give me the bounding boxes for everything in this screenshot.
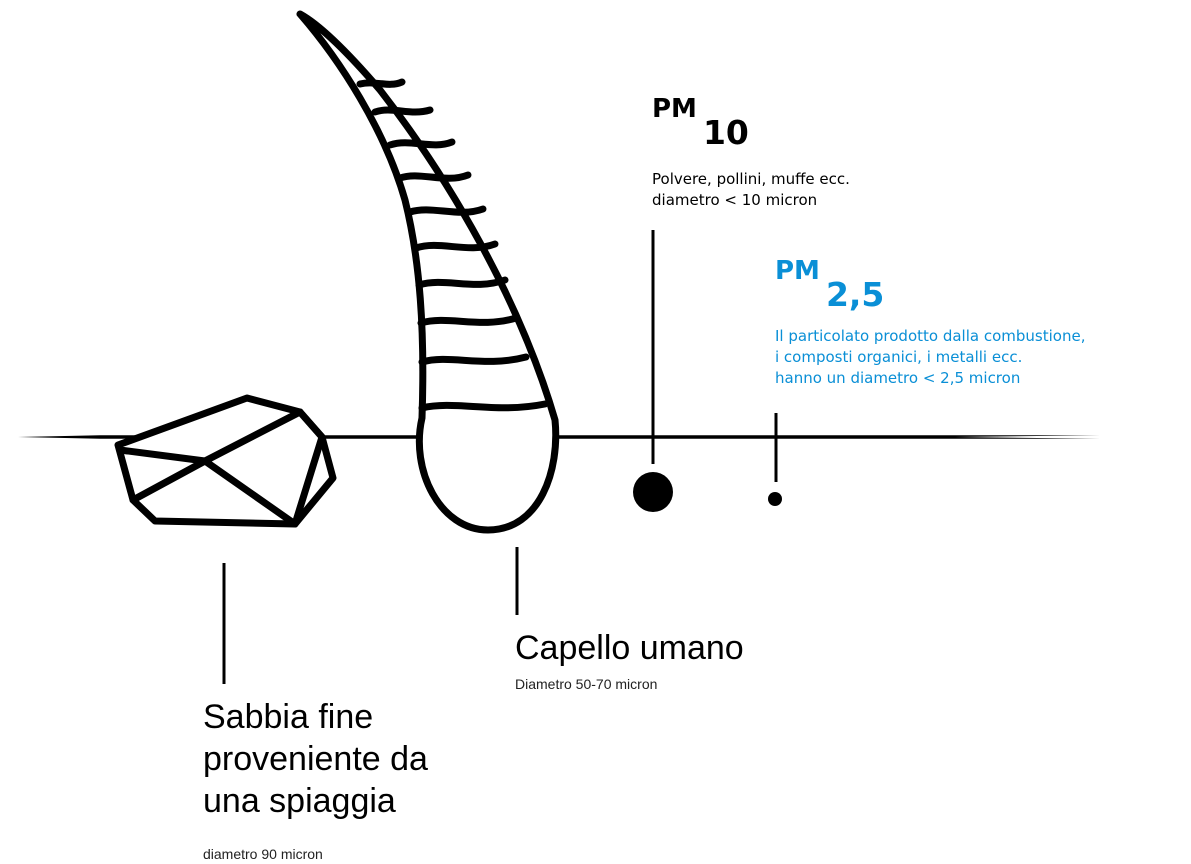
sand-fill: [118, 398, 333, 524]
pm10-description-line: diametro < 10 micron: [652, 191, 818, 209]
sand-title-line: Sabbia fine: [203, 698, 374, 736]
pm25-subscript: 2,5: [825, 275, 885, 314]
pm10-particle: [633, 472, 673, 512]
pm25-prefix: PM: [775, 256, 820, 286]
pm25-heading: PM2,5: [775, 256, 884, 311]
pm25-description-line: i composti organici, i metalli ecc.: [775, 348, 1023, 366]
pm10-description: Polvere, pollini, muffe ecc. diametro < …: [652, 169, 850, 211]
pm25-description-line: hanno un diametro < 2,5 micron: [775, 369, 1021, 387]
sand-title-line: una spiaggia: [203, 782, 396, 820]
pm10-heading: PM10: [652, 94, 749, 149]
sand-title-line: proveniente da: [203, 740, 428, 778]
pm10-description-line: Polvere, pollini, muffe ecc.: [652, 170, 850, 188]
hair-fill: [300, 14, 556, 530]
pm25-particle: [768, 492, 782, 506]
sand-subtitle: diametro 90 micron: [203, 846, 323, 862]
human-hair-icon: [296, 10, 560, 534]
hair-title: Capello umano: [515, 629, 744, 667]
sand-title: Sabbia fine proveniente da una spiaggia: [203, 696, 428, 822]
sand-grain-icon: [114, 394, 337, 528]
hair-subtitle: Diametro 50-70 micron: [515, 676, 658, 692]
pm25-description: Il particolato prodotto dalla combustion…: [775, 326, 1085, 389]
pm10-subscript: 10: [702, 113, 749, 152]
pm10-prefix: PM: [652, 94, 697, 124]
pm25-description-line: Il particolato prodotto dalla combustion…: [775, 327, 1086, 345]
